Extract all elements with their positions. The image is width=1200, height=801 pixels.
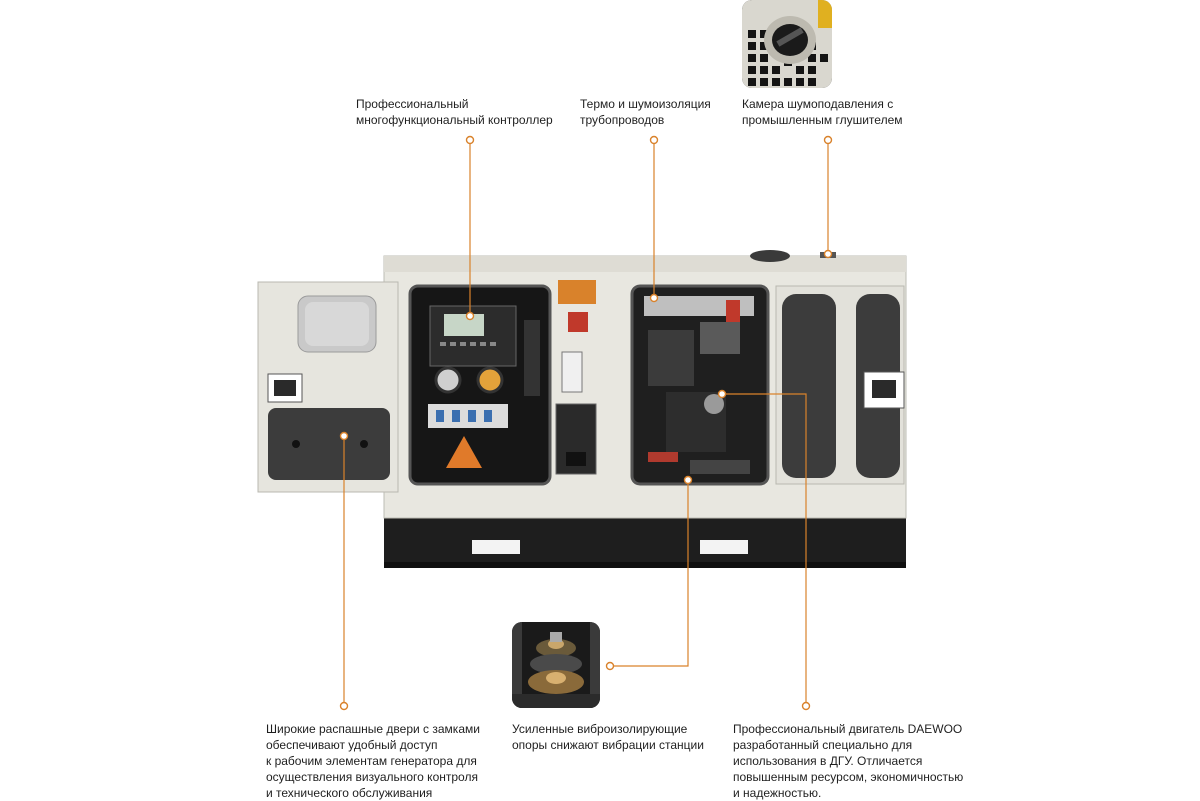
callout-engine-label: Профессиональный двигатель DAEWOO разраб…: [733, 722, 964, 800]
callout-lines: [343, 140, 829, 706]
base-frame: [384, 518, 906, 566]
callout-doors-label: Широкие распашные двери с замками обеспе…: [266, 722, 480, 800]
callout-controller-label: Профессиональный многофункциональный кон…: [356, 97, 553, 127]
callout-insulation-label: Термо и шумоизоляция трубопроводов: [580, 97, 711, 127]
circle-marker-icon: [339, 135, 833, 711]
vibration-mount-photo-icon: [512, 622, 600, 708]
callout-vibration-label: Усиленные виброизолирующие опоры снижают…: [512, 722, 704, 752]
muffler-photo-icon: [742, 0, 832, 88]
callout-muffler-label: Камера шумоподавления с промышленным глу…: [742, 97, 903, 127]
